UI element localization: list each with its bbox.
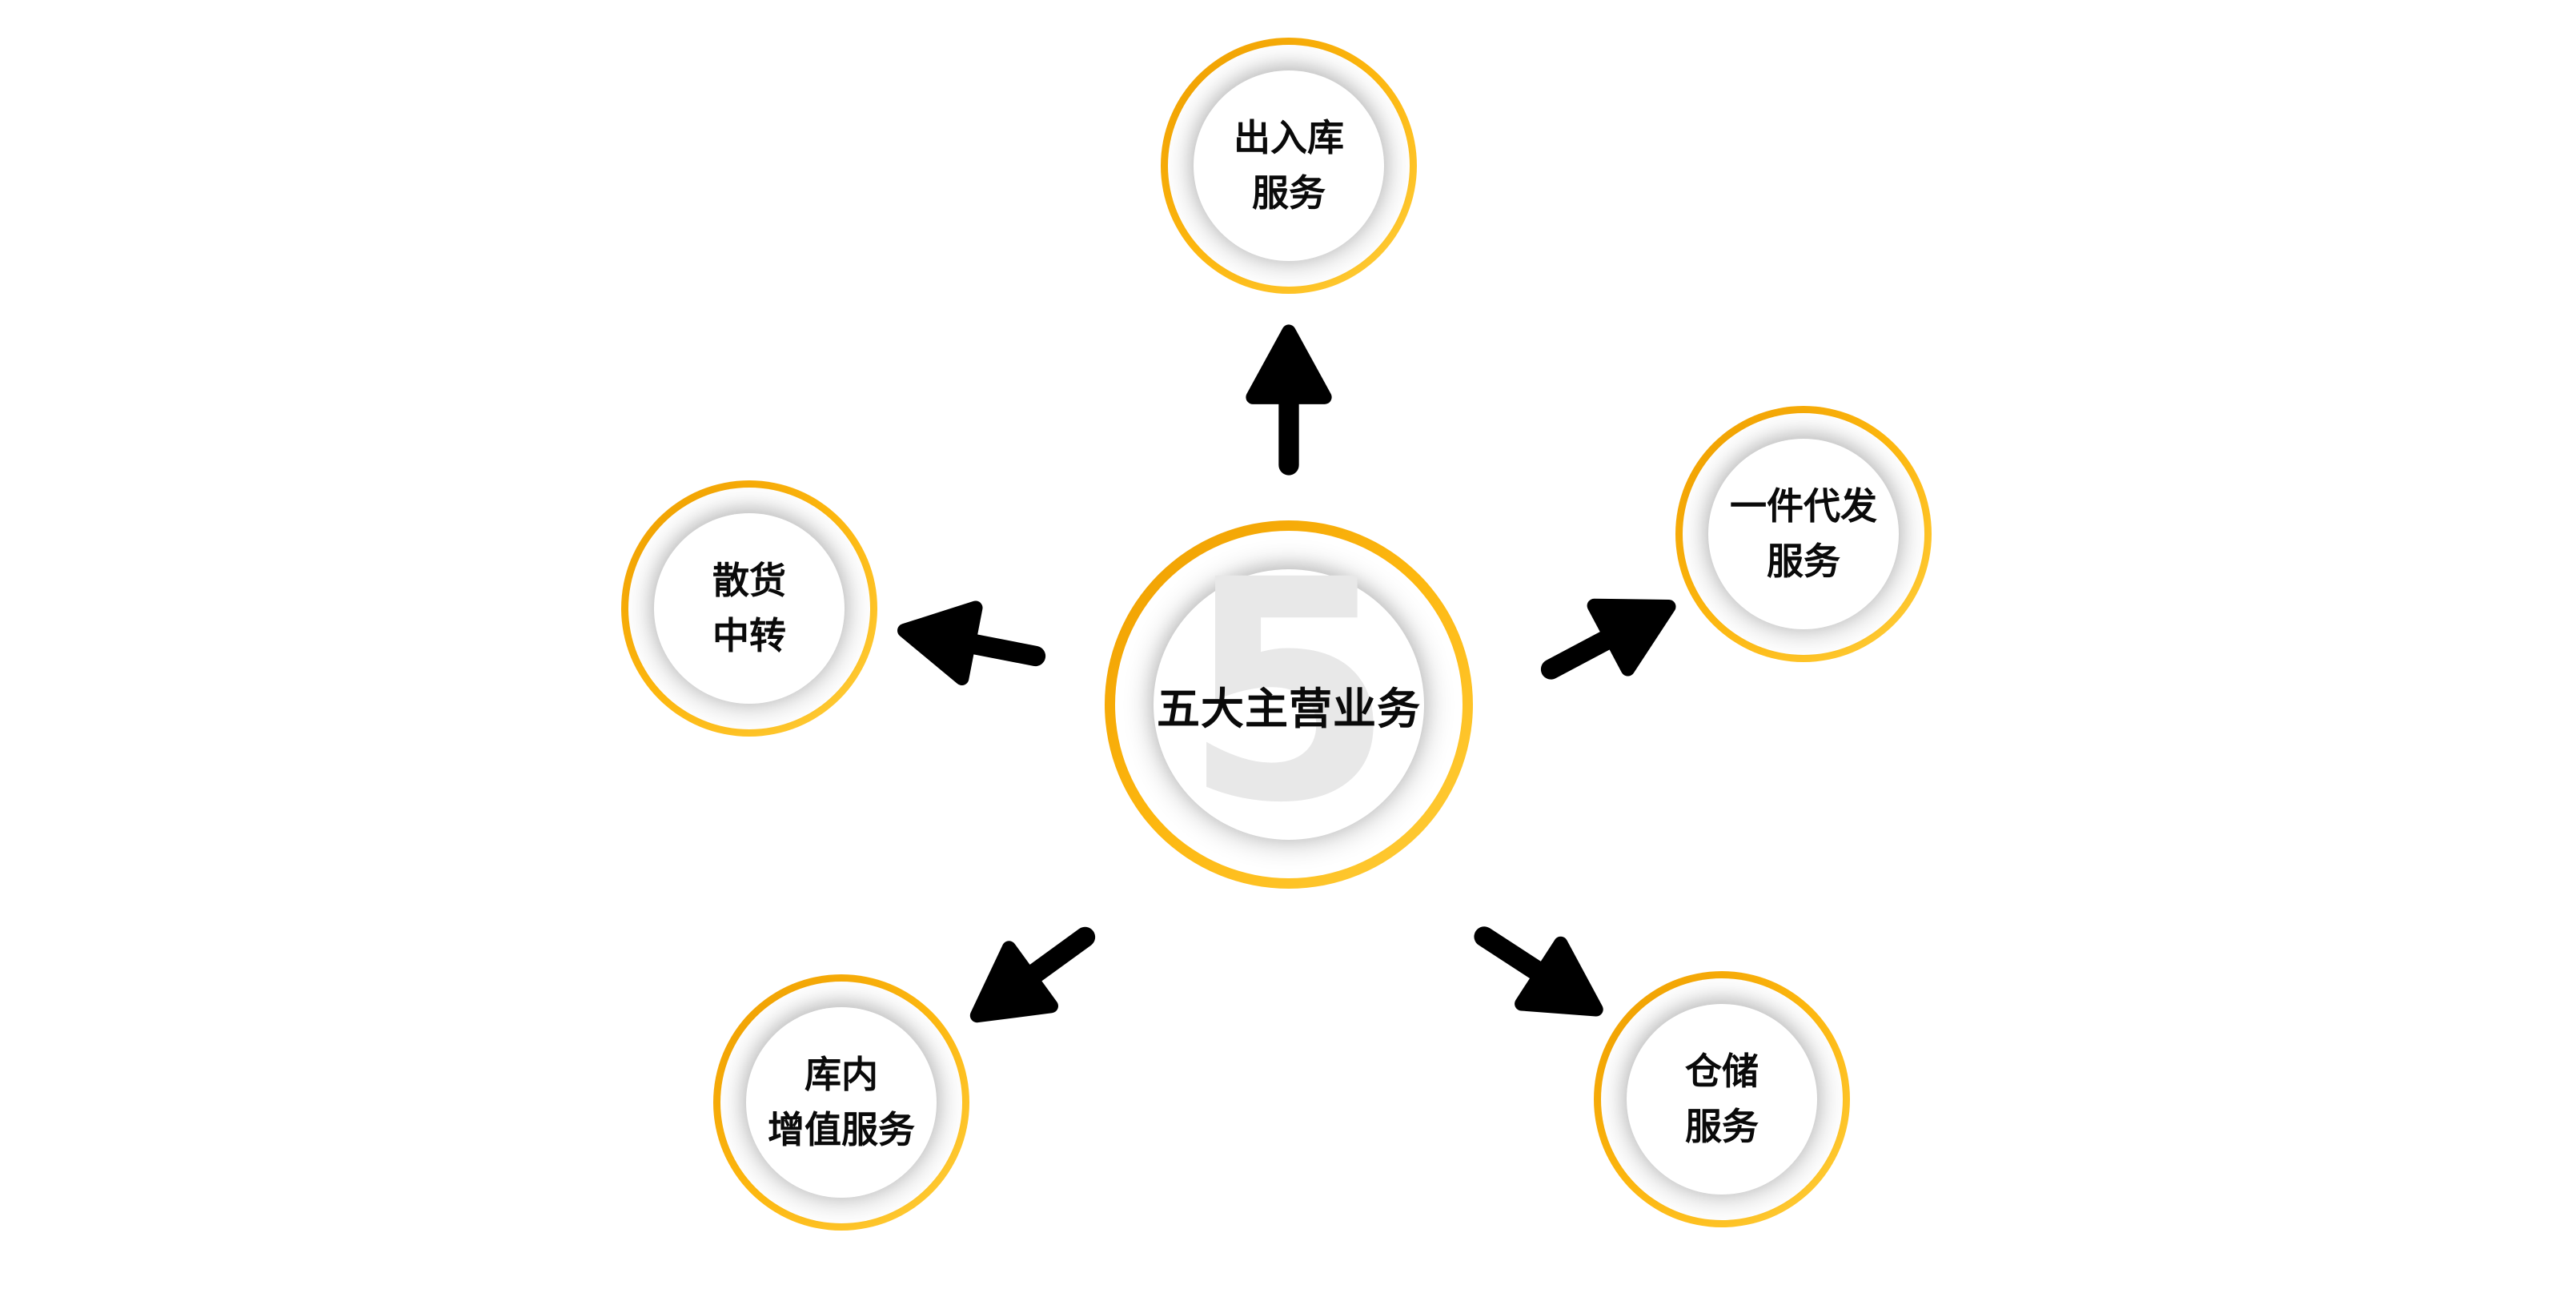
arrow-up-icon	[1242, 323, 1336, 479]
node-label-line1: 库内	[804, 1053, 878, 1096]
node-label-line1: 一件代发	[1730, 484, 1877, 528]
node-inner-disc: 库内 增值服务	[746, 1007, 937, 1198]
node-ring-band: 一件代发 服务	[1683, 413, 1924, 655]
arrow-lower-left-icon	[942, 891, 1124, 1058]
hub-ring-band: 5 五大主营业务	[1115, 531, 1463, 878]
node-label-line2: 服务	[1252, 171, 1326, 215]
node-inner-disc: 仓储 服务	[1627, 1004, 1817, 1195]
node-label-line2: 服务	[1685, 1105, 1759, 1148]
node-label-line1: 散货	[712, 559, 786, 602]
node-label-line2: 服务	[1767, 540, 1840, 583]
node-inner-disc: 出入库 服务	[1194, 70, 1384, 261]
arrow-upper-right-icon	[1517, 561, 1699, 717]
node-inner-disc: 一件代发 服务	[1708, 439, 1899, 629]
node-label-line1: 出入库	[1234, 116, 1344, 159]
hub-inner-disc: 5 五大主营业务	[1154, 540, 1424, 844]
node-ring-band: 散货 中转	[628, 488, 870, 729]
node-inner-disc: 散货 中转	[654, 513, 845, 704]
node-ring-band: 出入库 服务	[1168, 45, 1410, 287]
hub-number-watermark: 5	[1182, 514, 1395, 869]
hub-title: 五大主营业务	[1157, 683, 1421, 734]
node-dropship-service: 一件代发 服务	[1675, 406, 1932, 662]
node-label-line2: 中转	[712, 614, 786, 657]
node-label-line2: 增值服务	[768, 1108, 915, 1151]
node-ring-band: 仓储 服务	[1601, 978, 1843, 1220]
hub-five-main-businesses: 5 五大主营业务	[1105, 520, 1473, 889]
node-warehouse-service: 仓储 服务	[1594, 971, 1850, 1227]
node-bulk-transfer: 散货 中转	[621, 480, 877, 737]
node-value-added-service: 库内 增值服务	[713, 974, 969, 1231]
node-inbound-outbound-service: 出入库 服务	[1161, 38, 1417, 294]
node-ring-band: 库内 增值服务	[720, 982, 962, 1223]
node-label-line1: 仓储	[1685, 1050, 1759, 1093]
arrow-left-icon	[886, 583, 1057, 705]
arrow-lower-right-icon	[1447, 890, 1629, 1054]
